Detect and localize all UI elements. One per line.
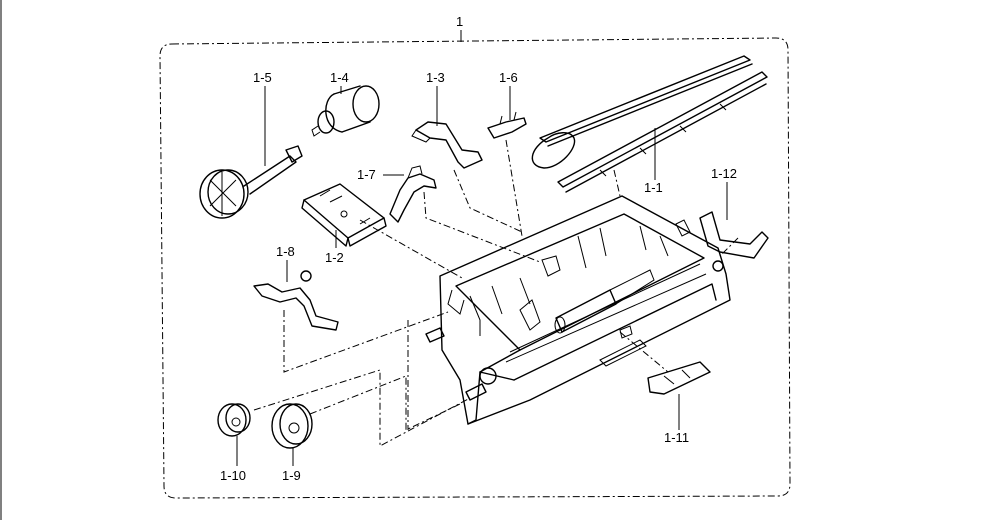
callout-1-2: 1-2 xyxy=(325,250,344,265)
callout-1-1: 1-1 xyxy=(644,180,663,195)
part-1-4-motor xyxy=(311,85,380,137)
callout-1-11: 1-11 xyxy=(664,430,689,445)
callout-labels: 1-5 1-4 1-3 1-6 1-1 1-12 1-7 1-2 1-8 1-1… xyxy=(220,70,737,483)
part-1-5-gear-shaft xyxy=(199,145,303,219)
main-frame-body xyxy=(425,195,731,425)
callout-1-7: 1-7 xyxy=(357,167,376,182)
part-1-3-bracket xyxy=(411,121,483,169)
callout-1-5: 1-5 xyxy=(253,70,272,85)
part-1-8-link-arm xyxy=(253,270,339,331)
part-1-12-side-bracket xyxy=(699,211,769,259)
callout-1-10: 1-10 xyxy=(220,468,246,483)
callout-1-9: 1-9 xyxy=(282,468,301,483)
part-1-10-small-gear xyxy=(217,403,251,437)
part-1-11-bottom-bracket xyxy=(647,361,711,395)
callout-1-8: 1-8 xyxy=(276,244,295,259)
callout-1-4: 1-4 xyxy=(330,70,349,85)
callout-leaders xyxy=(236,86,728,466)
assembly-group-boundary xyxy=(159,37,791,499)
callout-1-6: 1-6 xyxy=(499,70,518,85)
callout-1-12: 1-12 xyxy=(711,166,737,181)
callout-1-3: 1-3 xyxy=(426,70,445,85)
part-1-7-lever xyxy=(389,165,437,223)
part-1-9-large-gear xyxy=(271,403,313,449)
part-1-2-plate xyxy=(301,183,387,247)
part-1-1-rails xyxy=(531,55,768,193)
alignment-lines xyxy=(253,139,739,447)
group-label: 1 xyxy=(456,14,463,29)
part-1-6-clip xyxy=(487,111,527,139)
